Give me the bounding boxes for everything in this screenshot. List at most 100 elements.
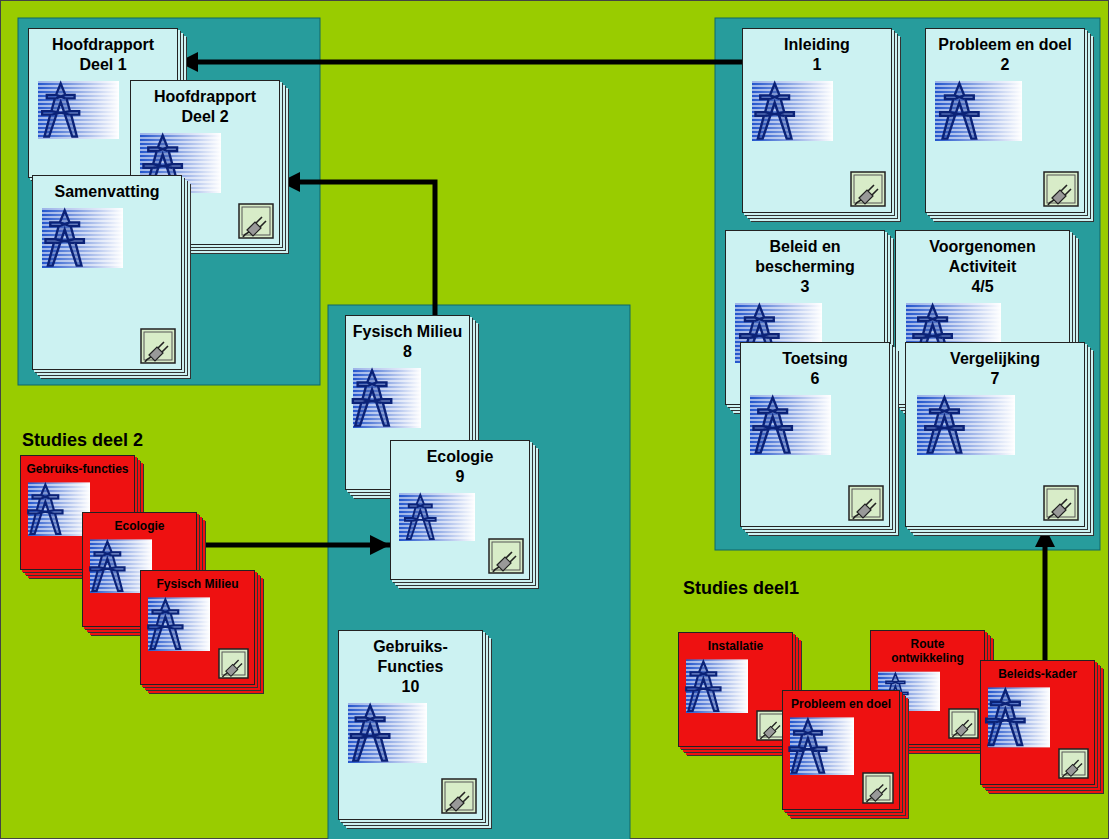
pylon-stripes <box>353 368 421 428</box>
pylon-outline <box>405 495 436 539</box>
plug-frame <box>1059 749 1088 778</box>
chapter-number: 4/5 <box>900 277 1065 297</box>
pylon-symbol <box>353 370 391 425</box>
pylon-backdrop <box>42 208 123 268</box>
pylon-backdrop <box>686 659 748 713</box>
pylon-backdrop <box>752 81 833 141</box>
plug-pins <box>1062 760 1082 777</box>
pylon-symbol <box>940 83 978 138</box>
pylon-symbol <box>42 83 79 136</box>
plug-body <box>1052 504 1066 518</box>
flow-arrow <box>1043 527 1048 660</box>
plug-frame <box>219 649 248 678</box>
plug-frame <box>141 329 175 363</box>
pylon-outline <box>940 83 978 138</box>
pylon-stripes <box>148 597 210 651</box>
plug-symbol <box>1062 760 1082 777</box>
plug-body <box>1052 190 1066 204</box>
pylon-stripes <box>917 395 1015 455</box>
document-title: Beleid en bescherming <box>730 237 880 277</box>
plug-body <box>247 222 261 236</box>
chapter-number: 3 <box>730 277 880 297</box>
pylon-stripes <box>348 703 427 763</box>
pylon-outline <box>686 662 720 711</box>
pylon-symbol <box>686 662 720 711</box>
document-title: Voorgenomen Activiteit <box>900 237 1065 277</box>
pylon-outline <box>753 397 791 452</box>
pylon-backdrop <box>399 493 475 541</box>
document-title: Vergelijking <box>910 349 1080 369</box>
pylon-symbol <box>405 495 436 539</box>
flow-arrow <box>280 182 435 315</box>
plug-body <box>450 797 464 811</box>
plug-body <box>226 664 238 676</box>
plug-body <box>497 557 511 571</box>
chapter-number: 9 <box>395 467 525 487</box>
plug-pins <box>1048 185 1071 205</box>
chapter-number: 10 <box>343 677 478 697</box>
chapter-number: 2 <box>930 55 1080 75</box>
pylon-stripes <box>790 717 854 775</box>
plug-symbol <box>493 552 516 572</box>
document-title: Hoofdrapport <box>33 35 173 55</box>
document-text: Route ontwikkeling <box>871 631 984 668</box>
pylon-stripes <box>38 81 119 139</box>
pylon-symbol <box>28 485 62 534</box>
plug-pins <box>853 499 876 519</box>
group-label: Studies deel 2 <box>22 430 143 451</box>
plug-pins <box>855 185 878 205</box>
plug-symbol <box>145 342 168 362</box>
pylon-stripes <box>42 208 123 268</box>
document-title: Toetsing <box>745 349 885 369</box>
pylon-outline <box>986 690 1024 745</box>
study-document: Fysisch Milieu <box>140 570 255 685</box>
document-title: Gebruiks-functies <box>25 462 130 476</box>
chapter-number: Deel 2 <box>135 107 275 127</box>
document-text: Installatie <box>679 633 792 655</box>
document-text: Vergelijking7 <box>906 343 1084 391</box>
document-title: Installatie <box>683 639 788 653</box>
report-document: Vergelijking7 <box>905 342 1085 527</box>
document-title: Ecologie <box>395 447 525 467</box>
pylon-stripes <box>686 659 748 713</box>
document-text: Voorgenomen Activiteit4/5 <box>896 231 1069 299</box>
chapter-number: 1 <box>747 55 887 75</box>
plug-frame <box>851 172 885 206</box>
report-document: Samenvatting <box>32 175 182 370</box>
report-document: Gebruiks-Functies10 <box>338 630 483 820</box>
pylon-backdrop <box>348 703 427 763</box>
pylon-symbol <box>986 690 1024 745</box>
pylon-outline <box>45 210 83 265</box>
report-document: Ecologie9 <box>390 440 530 580</box>
study-document: Installatie <box>678 632 793 747</box>
pylon-outline <box>755 83 793 138</box>
plug-symbol <box>853 499 876 519</box>
document-title: Inleiding <box>747 35 887 55</box>
document-text: Samenvatting <box>33 176 181 204</box>
document-text: Gebruiks-Functies10 <box>339 631 482 699</box>
pylon-outline <box>351 705 389 760</box>
plug-symbol <box>867 784 887 802</box>
pylon-symbol <box>753 397 791 452</box>
plug-body <box>859 190 873 204</box>
document-text: HoofdrapportDeel 1 <box>29 29 177 77</box>
plug-frame <box>1044 172 1078 206</box>
document-text: Gebruiks-functies <box>21 456 134 478</box>
plug-frame <box>1044 486 1078 520</box>
plug-symbol <box>243 217 266 237</box>
pylon-symbol <box>45 210 83 265</box>
plug-symbol <box>855 185 878 205</box>
study-document: Probleem en doel <box>782 690 900 810</box>
plug-pins <box>952 720 972 737</box>
pylon-stripes <box>750 395 831 455</box>
pylon-symbol <box>148 600 182 649</box>
plug-frame <box>489 539 523 573</box>
pylon-symbol <box>755 83 793 138</box>
plug-body <box>956 724 968 736</box>
plug-body <box>149 347 163 361</box>
document-text: Beleid en bescherming3 <box>726 231 884 299</box>
document-title: Samenvatting <box>37 182 177 202</box>
pylon-backdrop <box>750 395 831 455</box>
document-title: Hoofdrapport <box>135 87 275 107</box>
